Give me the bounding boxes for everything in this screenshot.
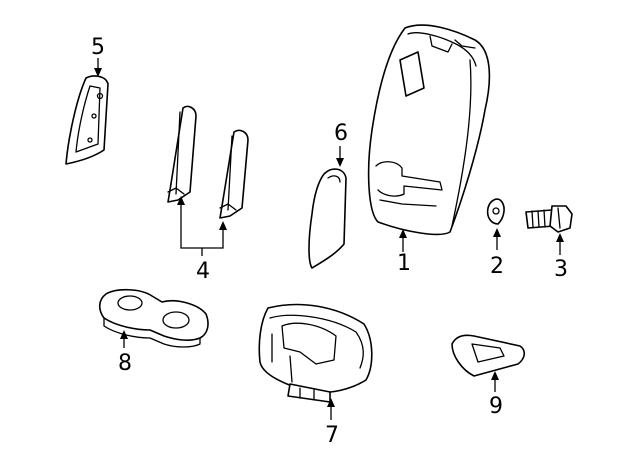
arrow-2 [493,228,501,237]
callout-4: 4 [196,259,210,284]
part-1-seat-back [367,24,491,236]
callout-7: 7 [325,423,339,448]
arrow-8 [120,330,128,339]
part-4-side-trim [167,105,249,219]
arrow-7 [327,398,335,407]
callout-8: 8 [118,351,132,376]
part-2-clip [486,198,505,225]
leader-4 [180,204,224,256]
callout-1: 1 [397,251,411,276]
arrow-4b [219,221,227,230]
part-7-housing [258,303,373,403]
arrow-9 [491,371,499,380]
arrow-5 [94,68,102,77]
part-5-bracket [65,75,109,165]
callout-3: 3 [554,257,568,282]
callout-2: 2 [490,254,504,279]
part-6-cover [308,168,347,269]
part-8-ring-bracket [98,288,209,348]
callout-5: 5 [91,35,105,60]
arrow-1 [399,229,407,238]
arrow-4a [177,196,185,205]
callout-6: 6 [334,121,348,146]
arrow-6 [336,158,344,167]
part-9-wedge [451,334,526,377]
callout-9: 9 [489,394,503,419]
part-3-bolt [525,205,573,233]
arrow-3 [556,233,564,242]
